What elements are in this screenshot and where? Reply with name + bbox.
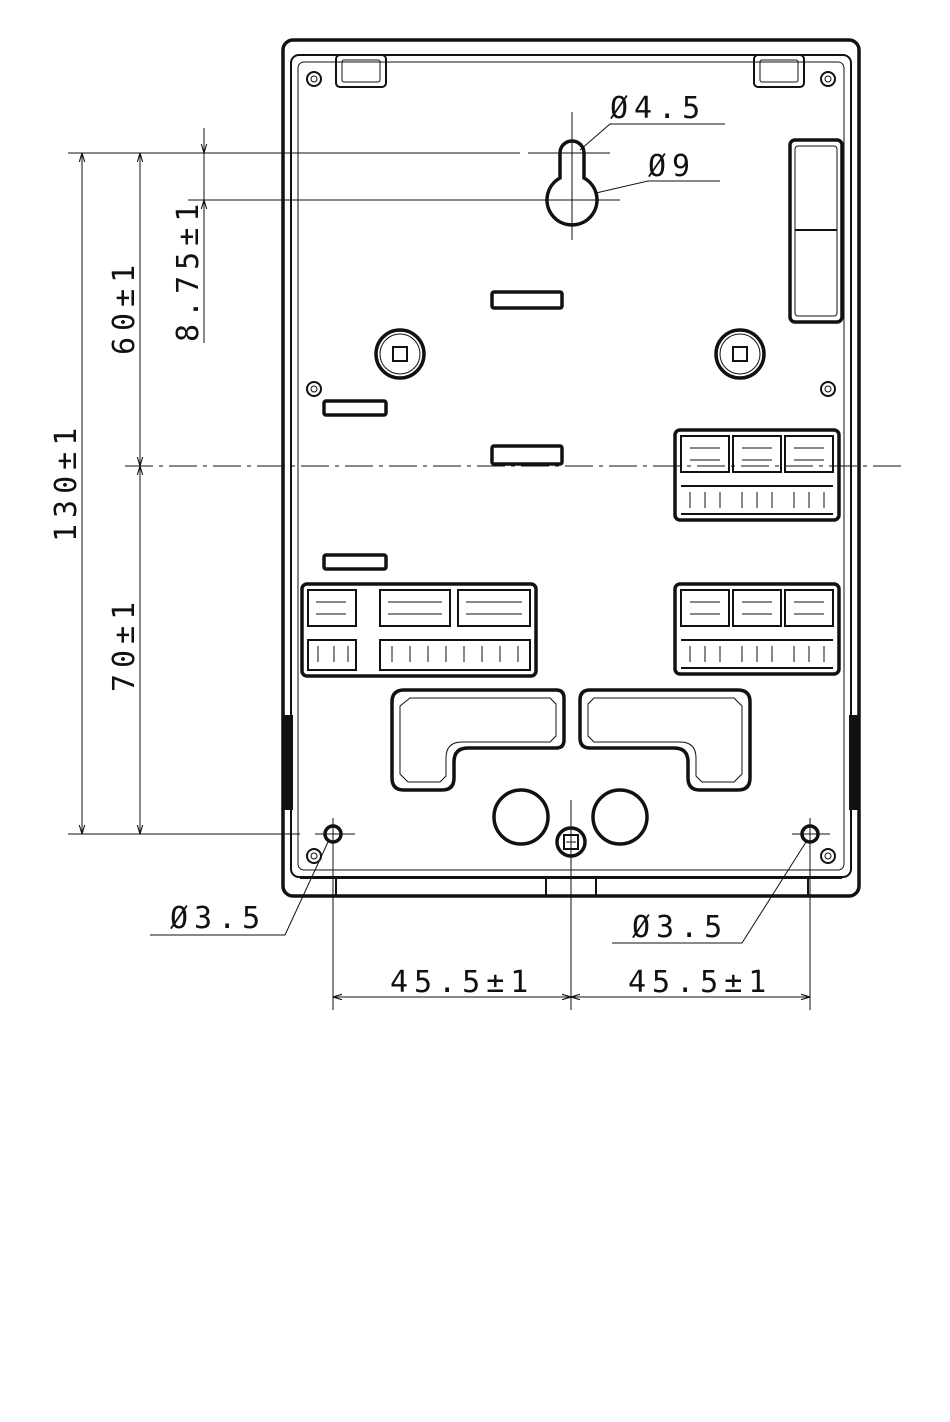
hole-right-diameter-label: Ø3.5: [632, 910, 728, 945]
top-right-window: [790, 140, 842, 322]
dim-60-label: 60±1: [107, 259, 142, 355]
enclosure-outline: [283, 40, 859, 896]
dim-70-label: 70±1: [107, 596, 142, 692]
dim-left-45-5-label: 45.5±1: [390, 965, 534, 1000]
hole-left-diameter-label: Ø3.5: [170, 901, 266, 936]
leader-lines: [150, 124, 806, 943]
screw-bosses: [376, 330, 764, 378]
terminal-block-left-lower: [302, 584, 536, 676]
keyhole: [520, 112, 620, 240]
keyhole-small-diameter-label: Ø4.5: [610, 91, 706, 126]
top-clips: [336, 55, 804, 87]
slots: [324, 292, 562, 569]
dim-8-75-label: 8.75±1: [171, 198, 206, 342]
terminal-block-right-lower: [675, 584, 839, 674]
dim-130-label: 130±1: [49, 422, 84, 542]
corner-holes: [307, 72, 835, 863]
keyhole-large-diameter-label: Ø9: [648, 149, 696, 184]
extension-lines: [68, 153, 520, 834]
cable-channels: [392, 690, 750, 790]
dim-right-45-5-label: 45.5±1: [628, 965, 772, 1000]
terminal-block-right-upper: [675, 430, 839, 520]
